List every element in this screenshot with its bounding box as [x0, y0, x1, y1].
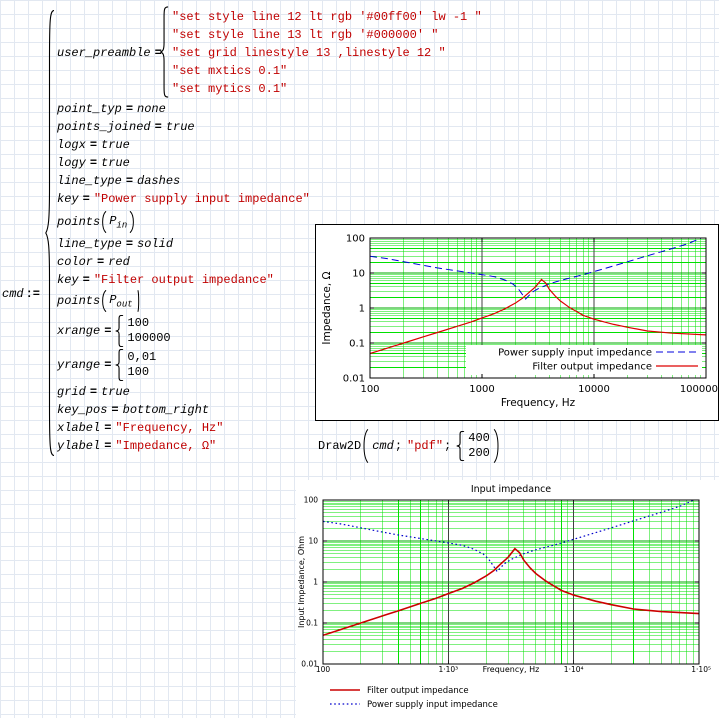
svg-text:100: 100 [316, 665, 331, 674]
row-line-type-solid[interactable]: line_type=solid [57, 237, 174, 251]
row-ylabel[interactable]: ylabel="Impedance, Ω" [57, 439, 217, 453]
open-paren [100, 290, 107, 312]
close-paren [135, 290, 142, 312]
row-logy[interactable]: logy=true [57, 156, 130, 170]
svg-text:Input Impedance, Ohm: Input Impedance, Ohm [297, 536, 306, 628]
draw2d-plot-canvas: 100 1000 10000 100000 0.01 0.1 1 10 100Frequency… [321, 234, 718, 410]
svg-text:Power supply input impedance: Power supply input impedance [498, 348, 652, 359]
preamble-brace [160, 6, 169, 98]
svg-text:1·10⁵: 1·10⁵ [691, 665, 711, 674]
open-paren [361, 429, 369, 463]
row-color-red[interactable]: color=red [57, 255, 130, 269]
row-grid[interactable]: grid=true [57, 385, 130, 399]
preamble-string-2[interactable]: "set style line 13 lt rgb '#000000' " [172, 28, 439, 42]
close-paren [493, 429, 501, 463]
row-points-pin[interactable]: ​points Pin [57, 210, 136, 234]
xrange-brace [115, 315, 124, 347]
pdf-output-canvas: 100 1·10³ 1·10⁴ 1·10⁵ 0.01 0.1 1 10 100 Input imp… [297, 484, 711, 710]
svg-text:Filter output impedance: Filter output impedance [532, 362, 652, 373]
svg-text:1: 1 [313, 578, 318, 587]
open-paren [100, 211, 107, 233]
equals-operator: = [154, 46, 162, 60]
preamble-string-3[interactable]: "set grid linestyle 13 ,linestyle 12 " [172, 46, 446, 60]
cmd-assignment-label[interactable]: cmd:= [2, 285, 42, 303]
row-xrange[interactable]: xrange= 100 100000 [57, 315, 171, 347]
svg-text:0.01: 0.01 [343, 374, 365, 385]
user-preamble-label[interactable]: user_preamble= [57, 44, 166, 62]
preamble-string-1[interactable]: "set style line 12 lt rgb '#00ff00' lw -… [172, 10, 482, 24]
row-yrange[interactable]: yrange= 0,01 100 [57, 349, 157, 381]
close-paren [129, 211, 136, 233]
cmd-system-brace [45, 6, 55, 460]
svg-text:0.01: 0.01 [301, 660, 318, 669]
row-logx[interactable]: logx=true [57, 138, 130, 152]
svg-text:100: 100 [304, 496, 319, 505]
svg-text:Impedance, Ω: Impedance, Ω [321, 271, 333, 344]
row-key-psu[interactable]: key="Power supply input impedance" [57, 192, 310, 206]
svg-text:Power supply input impedance: Power supply input impedance [367, 700, 498, 710]
definition-operator: := [25, 287, 41, 301]
pdf-output-image[interactable]: 100 1·10³ 1·10⁴ 1·10⁵ 0.01 0.1 1 10 100 Input imp… [296, 480, 719, 718]
yrange-brace [115, 349, 124, 381]
svg-text:10000: 10000 [578, 384, 610, 395]
svg-text:Frequency, Hz: Frequency, Hz [501, 397, 576, 409]
svg-text:0.1: 0.1 [349, 339, 365, 350]
svg-text:10: 10 [308, 537, 318, 546]
row-key-pos[interactable]: key_pos=bottom_right [57, 403, 210, 417]
size-brace [456, 431, 465, 461]
svg-text:100000: 100000 [680, 384, 718, 395]
svg-text:Input impedance: Input impedance [471, 484, 551, 495]
row-points-joined[interactable]: points_joined=true [57, 120, 195, 134]
svg-text:0.1: 0.1 [306, 619, 318, 628]
cmd-variable-name: cmd [2, 287, 24, 301]
svg-text:Filter output impedance: Filter output impedance [367, 686, 469, 696]
svg-text:1000: 1000 [469, 384, 494, 395]
svg-text:1·10⁴: 1·10⁴ [564, 665, 584, 674]
user-preamble-name: user_preamble [57, 46, 151, 60]
row-xlabel[interactable]: xlabel="Frequency, Hz" [57, 421, 224, 435]
svg-text:10: 10 [352, 269, 365, 280]
row-line-type-dashes[interactable]: line_type=dashes [57, 174, 181, 188]
svg-text:100: 100 [346, 234, 365, 245]
svg-text:1: 1 [359, 304, 365, 315]
row-key-filter[interactable]: key="Filter output impedance" [57, 273, 274, 287]
draw2d-fn-name: Draw2D [318, 439, 362, 453]
svg-text:1·10³: 1·10³ [438, 665, 458, 674]
preamble-string-4[interactable]: "set mxtics 0.1" [172, 64, 288, 78]
draw2d-call[interactable]: Draw2D cmd ; "pdf" ; 400 200 [318, 428, 501, 464]
preamble-string-5[interactable]: "set mytics 0.1" [172, 82, 288, 96]
row-point-typ[interactable]: point_typ=none [57, 102, 166, 116]
svg-text:Frequency, Hz: Frequency, Hz [483, 665, 540, 674]
svg-text:100: 100 [360, 384, 379, 395]
row-points-pout[interactable]: points Pout [57, 289, 142, 313]
